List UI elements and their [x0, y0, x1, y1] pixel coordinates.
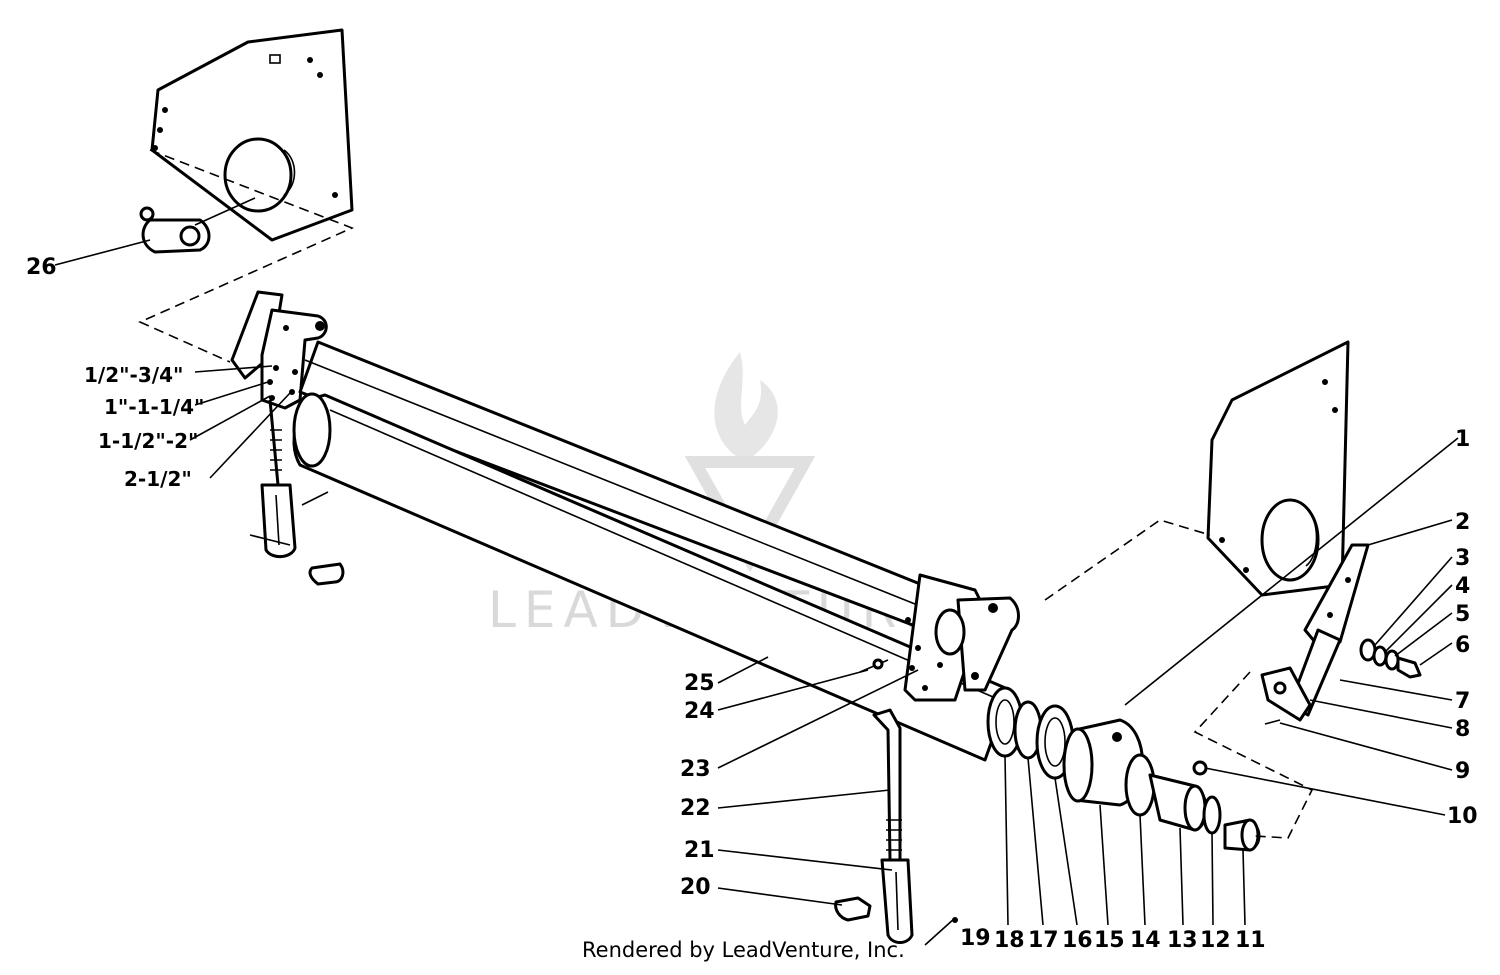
- callout-6: 6: [1455, 633, 1470, 658]
- callout-18: 18: [994, 928, 1025, 953]
- pin-9: [1264, 719, 1281, 725]
- callout-24: 24: [684, 699, 715, 724]
- callout-17: 17: [1028, 928, 1059, 953]
- exploded-guide-linkage: [1193, 671, 1314, 839]
- exploded-guide-right: [1044, 519, 1211, 601]
- height-setting-labels: 1/2"-3/4" 1"-1-1/4" 1-1/2"-2" 2-1/2": [84, 363, 204, 491]
- callout-22: 22: [680, 796, 711, 821]
- callout-9: 9: [1455, 759, 1470, 784]
- render-credit: Rendered by LeadVenture, Inc.: [582, 938, 905, 962]
- bolt-6: [1396, 656, 1422, 679]
- callout-2: 2: [1455, 510, 1470, 535]
- bracket-8: [1260, 666, 1312, 722]
- bolt-10: [1192, 760, 1208, 776]
- callout-16: 16: [1062, 928, 1093, 953]
- callout-13: 13: [1167, 928, 1198, 953]
- washer-4: [1372, 645, 1388, 667]
- callout-14: 14: [1130, 928, 1161, 953]
- watermark-flame-icon: [714, 352, 778, 462]
- bracket-23: [903, 573, 1020, 702]
- callout-7: 7: [1455, 689, 1470, 714]
- clevis-21: [880, 858, 914, 944]
- pin-24: [859, 658, 889, 673]
- roller-25: [292, 392, 1012, 762]
- exploded-guide-26: [138, 149, 355, 363]
- callout-20: 20: [680, 875, 711, 900]
- callout-26: 26: [26, 255, 57, 280]
- clevis-pin-20: [834, 896, 872, 922]
- height-setting-4: 2-1/2": [124, 467, 192, 491]
- height-setting-2: 1"-1-1/4": [104, 395, 204, 419]
- side-plate-right: [1206, 340, 1350, 597]
- washer-14: [1124, 753, 1156, 817]
- spacer-11: [1223, 818, 1261, 852]
- leader-lines: [54, 239, 1459, 926]
- callout-25: 25: [684, 671, 715, 696]
- bracket-26: [139, 197, 256, 254]
- callout-10: 10: [1447, 804, 1478, 829]
- cotter-pin-19: [924, 917, 958, 946]
- callout-5: 5: [1455, 602, 1470, 627]
- height-adjust-bracket-left: [230, 290, 328, 410]
- shaft-13: [1148, 773, 1208, 832]
- callout-19: 19: [960, 926, 991, 951]
- side-plate-top-left: [150, 28, 354, 242]
- adjust-rod-22: [872, 708, 902, 862]
- callout-1: 1: [1455, 427, 1470, 452]
- callout-21: 21: [684, 838, 715, 863]
- callout-15: 15: [1094, 928, 1125, 953]
- adjust-rod-left: [249, 399, 345, 586]
- callout-11: 11: [1235, 928, 1266, 953]
- callout-3: 3: [1455, 546, 1470, 571]
- height-setting-1: 1/2"-3/4": [84, 363, 183, 387]
- callout-23: 23: [680, 757, 711, 782]
- callout-12: 12: [1200, 928, 1231, 953]
- washer-5: [1384, 649, 1400, 671]
- callout-labels: 1 2 3 4 5 6 7 8 9 10 11 12 13 14 15 16 1…: [26, 255, 1478, 953]
- height-setting-3: 1-1/2"-2": [98, 429, 198, 453]
- ring-12: [1202, 795, 1222, 835]
- callout-4: 4: [1455, 574, 1470, 599]
- callout-8: 8: [1455, 717, 1470, 742]
